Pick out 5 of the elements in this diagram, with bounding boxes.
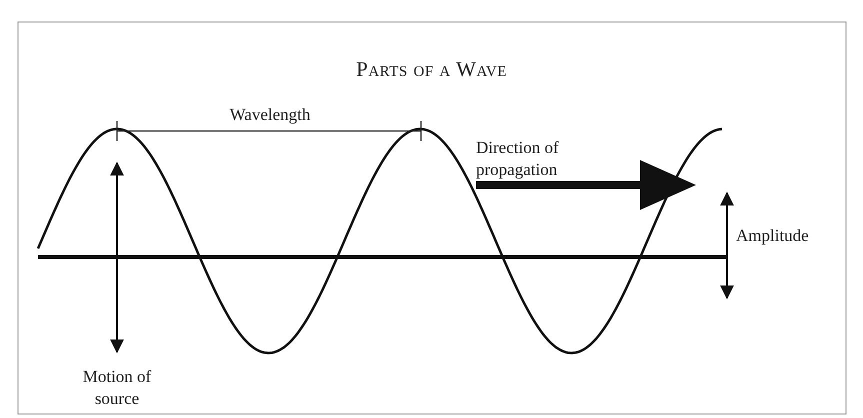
- dimension-label: Wavelength: [228, 104, 312, 126]
- diagram-title: Parts of a Wave: [355, 58, 508, 80]
- direction-label: Direction of propagation: [476, 137, 560, 181]
- motion-label: Motion of source: [82, 366, 152, 410]
- amplitude-label: Amplitude: [736, 225, 810, 247]
